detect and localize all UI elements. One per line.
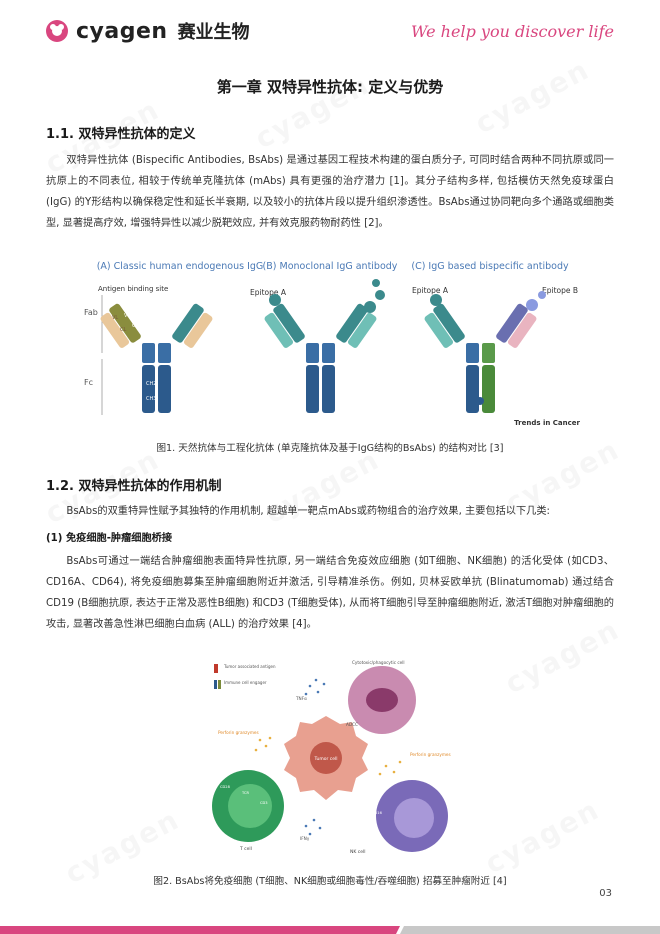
svg-text:Tumor associated antigen: Tumor associated antigen (223, 664, 276, 669)
svg-text:Immune cell engager: Immune cell engager (224, 680, 267, 685)
svg-text:ADCC: ADCC (346, 722, 358, 727)
section-intro: BsAbs的双重特异性赋予其独特的作用机制, 超越单一靶点mAbs或药物组合的治… (46, 501, 614, 522)
panel-a-title: (A) Classic human endogenous IgG (97, 261, 264, 272)
bispecific-igg-icon (424, 291, 546, 413)
logo-text: cyagen (76, 18, 168, 44)
chapter-title: 第一章 双特异性抗体: 定义与优势 (216, 78, 444, 96)
brand-logo: cyagen 赛业生物 (44, 18, 250, 44)
epitope-a-label: Epitope A (250, 288, 287, 297)
logo-chinese-name: 赛业生物 (177, 22, 250, 43)
figure2-caption: 图2. BsAbs将免疫细胞 (T细胞、NK细胞或细胞毒性/吞噬细胞) 招募至肿… (153, 876, 507, 887)
svg-text:CD16: CD16 (372, 811, 383, 815)
monoclonal-igg-icon (264, 279, 385, 413)
watermark: cyagen (480, 793, 606, 881)
svg-text:IFNγ: IFNγ (300, 836, 310, 841)
cyagen-logo-icon (46, 20, 68, 42)
svg-text:TCR: TCR (241, 791, 249, 795)
panel-c-title: (C) IgG based bispecific antibody (411, 261, 569, 272)
svg-text:Perforin granzymes: Perforin granzymes (218, 730, 259, 735)
svg-text:CH2: CH2 (146, 381, 156, 387)
nk-cell-label: NK cell (350, 849, 366, 855)
immune-cell-recruitment-figure: Tumor associated antigen Immune cell eng… (212, 660, 451, 855)
svg-text:Perforin granzymes: Perforin granzymes (410, 752, 451, 757)
figure-credit: Trends in Cancer (514, 419, 580, 427)
fab-label: Fab (84, 308, 98, 317)
slogan: We help you discover life (410, 22, 614, 41)
section-paragraph: BsAbs可通过一端结合肿瘤细胞表面特异性抗原, 另一端结合免疫效应细胞 (如T… (46, 551, 614, 635)
epitope-a-label-c: Epitope A (412, 286, 449, 295)
page-number: 03 (599, 888, 612, 899)
t-cell-label: T cell (239, 846, 252, 852)
figure-legend: Tumor associated antigen Immune cell eng… (214, 664, 276, 689)
svg-text:CH1: CH1 (132, 323, 142, 329)
svg-text:CD28: CD28 (220, 785, 231, 789)
section-heading: 1.2. 双特异性抗体的作用机制 (46, 479, 222, 494)
epitope-b-label: Epitope B (542, 286, 578, 295)
svg-text:CL: CL (120, 327, 126, 333)
paragraph-text: BsAbs可通过一端结合肿瘤细胞表面特异性抗原, 另一端结合免疫效应细胞 (如T… (46, 556, 614, 630)
panel-b-title: (B) Monoclonal IgG antibody (263, 261, 398, 272)
tumor-cell-label: Tumor cell (313, 756, 337, 762)
phagocytic-cell-label: Cytotoxic/phagocytic cell (352, 660, 405, 665)
fc-label: Fc (84, 378, 93, 387)
footer-bar (0, 926, 660, 934)
paragraph-text: 双特异性抗体 (Bispecific Antibodies, BsAbs) 是通… (46, 155, 614, 229)
section-heading: 1.1. 双特异性抗体的定义 (46, 127, 196, 142)
svg-text:TNFα: TNFα (295, 696, 307, 701)
page-header: cyagen 赛业生物 We help you discover life (0, 0, 660, 62)
antibody-structure-figure: (A) Classic human endogenous IgG (B) Mon… (84, 261, 581, 427)
antigen-binding-label: Antigen binding site (98, 285, 168, 293)
figure1-caption: 图1. 天然抗体与工程化抗体 (单克隆抗体及基于IgG结构的BsAbs) 的结构… (156, 443, 504, 454)
section-paragraph: 双特异性抗体 (Bispecific Antibodies, BsAbs) 是通… (46, 150, 614, 234)
svg-text:VH: VH (124, 313, 131, 319)
svg-text:VL: VL (112, 315, 118, 321)
svg-text:CH3: CH3 (146, 396, 156, 402)
sub-heading: (1) 免疫细胞-肿瘤细胞桥接 (46, 533, 173, 544)
intro-text: BsAbs的双重特异性赋予其独特的作用机制, 超越单一靶点mAbs或药物组合的治… (66, 506, 550, 517)
svg-text:CD3: CD3 (260, 801, 268, 805)
classic-igg-icon: CH2 CH3 VH CH1 VL CL (100, 303, 213, 413)
